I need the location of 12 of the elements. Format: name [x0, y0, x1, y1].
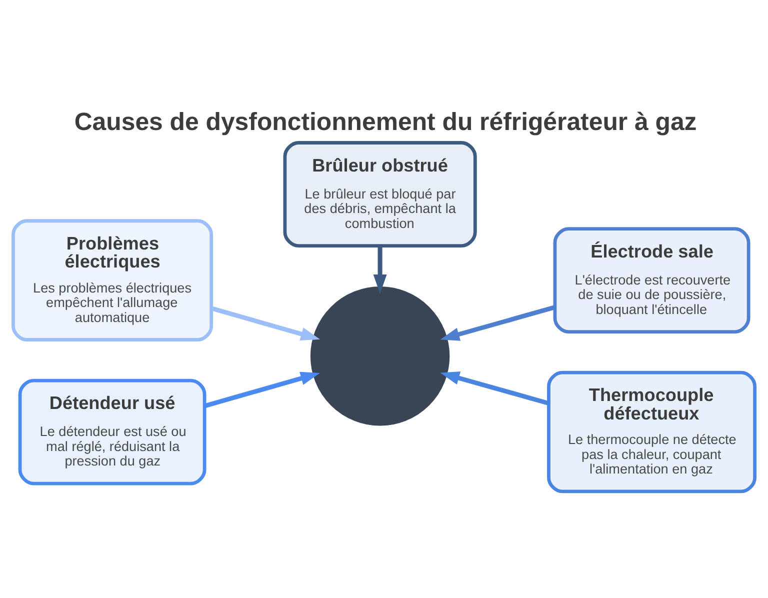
- arrow: [440, 305, 556, 341]
- node-box: Problèmes électriques Les problèmes électriques empêchent l'allumage automatique: [12, 219, 214, 342]
- node-box: Électrode sale L'électrode est recouverte de suie ou de poussière, bloquant l'étincelle: [553, 227, 750, 334]
- arrow: [210, 306, 320, 341]
- arrow: [204, 372, 320, 408]
- diagram-title: Causes de dysfonctionnement du réfrigérateur à gaz: [74, 108, 697, 136]
- node-box: Brûleur obstrué Le brûleur est bloqué par des débris, empêchant la combustion: [283, 141, 477, 248]
- node-box: Thermocouple défectueux Le thermocouple ne détecte pas la chaleur, coupant l'alimentation en gaz: [547, 370, 756, 494]
- node-circle: [310, 286, 450, 426]
- arrow: [373, 246, 387, 294]
- node-box: Détendeur usé Le détendeur est usé ou mal réglé, réduisant la pression du gaz: [18, 378, 206, 486]
- arrow: [440, 372, 549, 406]
